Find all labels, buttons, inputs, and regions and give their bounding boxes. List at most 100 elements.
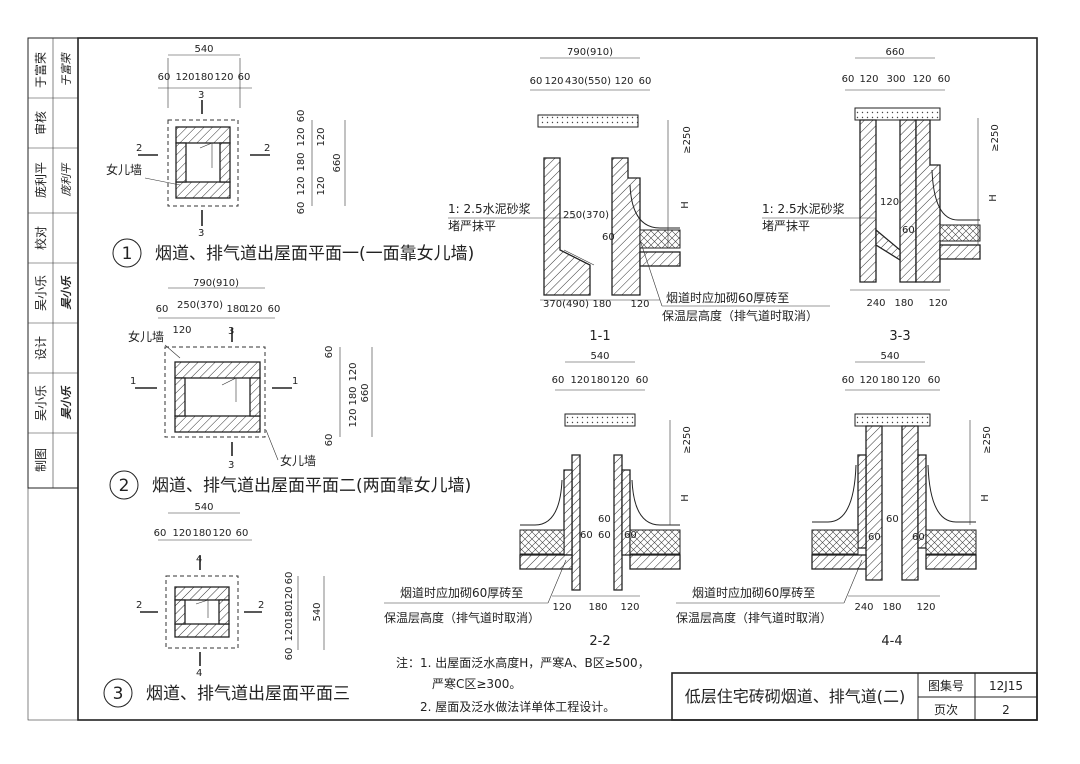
s11-bottom-part-1: 370(490) xyxy=(543,299,589,310)
s22-dim-60-b: 60 xyxy=(580,530,593,541)
plan1-top-part-2: 120 xyxy=(175,72,194,83)
s11-top-part-4: 120 xyxy=(614,76,633,87)
plan2-top-part-1: 60 xyxy=(156,304,169,315)
plan2-mark-3-bottom: 3 xyxy=(228,460,234,471)
atlas-number-value: 12J15 xyxy=(989,679,1023,693)
s33-note-2: 堵严抹平 xyxy=(762,219,810,233)
plan1-side-part-3: 180 xyxy=(296,152,307,171)
s11-bottom-part-2: 180 xyxy=(592,299,611,310)
section-4-4: 540 60 120 180 120 60 ≥250 H 60 60 60 24… xyxy=(676,351,993,649)
plan3-mark-4-bottom: 4 xyxy=(196,668,202,679)
s33-top-part-3: 300 xyxy=(886,74,905,85)
sidebar-signature-1: 于富荣 xyxy=(60,52,73,87)
sidebar-role-drawing: 制图 xyxy=(34,448,48,472)
s11-h: H xyxy=(680,201,691,209)
s44-top-part-4: 120 xyxy=(901,375,920,386)
plan2-top-part-2: 250(370) xyxy=(177,300,223,311)
plan2-parapet-label-b: 女儿墙 xyxy=(280,453,316,468)
s11-bottom-part-3: 120 xyxy=(630,299,649,310)
plan1-side-total: 660 xyxy=(332,153,343,172)
plan-1: 540 60 120 180 120 60 2 2 3 3 女儿墙 60 120… xyxy=(106,44,474,268)
plan2-mark-1-left: 1 xyxy=(130,376,136,387)
sidebar-name-3: 吴小乐 xyxy=(34,275,48,311)
s11-dim-60: 60 xyxy=(602,232,615,243)
sidebar-name-2: 庞利平 xyxy=(33,162,48,198)
s22-dim-60-c: 60 xyxy=(624,530,637,541)
s11-top-part-5: 60 xyxy=(639,76,652,87)
s44-callout-2: 保温层高度（排气道时取消） xyxy=(676,610,832,625)
plan2-top-total: 790(910) xyxy=(193,278,239,289)
title-block: 低层住宅砖砌烟道、排气道(二) 图集号 12J15 页次 2 xyxy=(671,672,1038,721)
s22-top-total: 540 xyxy=(590,351,609,362)
general-notes: 注： 1. 出屋面泛水高度H，严寒A、B区≥500， 严寒C区≥300。 2. … xyxy=(396,655,650,714)
notes-line-1: 1. 出屋面泛水高度H，严寒A、B区≥500， xyxy=(420,655,650,670)
s11-top-part-2: 120 xyxy=(544,76,563,87)
s11-top-total: 790(910) xyxy=(567,47,613,58)
plan1-number: 1 xyxy=(122,244,133,264)
plan1-top-part-1: 60 xyxy=(158,72,171,83)
s44-top-total: 540 xyxy=(880,351,899,362)
plan1-side-part-2: 120 xyxy=(296,127,307,146)
plan3-side-total: 540 xyxy=(312,602,323,621)
s22-ge250: ≥250 xyxy=(682,426,693,453)
s33-top-part-5: 60 xyxy=(938,74,951,85)
plan3-top-part-2: 120 xyxy=(172,528,191,539)
plan3-side-part-2: 120 xyxy=(284,586,295,605)
s22-top-part-3: 180 xyxy=(590,375,609,386)
atlas-number-label: 图集号 xyxy=(928,678,964,693)
s33-ge250: ≥250 xyxy=(990,124,1001,151)
section-2-2: 540 60 120 180 120 60 ≥250 H 60 60 60 60… xyxy=(384,351,693,649)
plan2-side-part-3: 180 xyxy=(348,386,359,405)
plan1-side-part-1: 60 xyxy=(296,110,307,123)
s11-callout-1: 烟道时应加砌60厚砖至 xyxy=(666,290,789,305)
plan3-top-total: 540 xyxy=(194,502,213,513)
plan3-mark-2-left: 2 xyxy=(136,600,142,611)
s44-title: 4-4 xyxy=(881,634,902,649)
s22-dim-60-a: 60 xyxy=(598,514,611,525)
s22-callout-2: 保温层高度（排气道时取消） xyxy=(384,610,540,625)
s44-h: H xyxy=(980,494,991,502)
s33-top-part-1: 60 xyxy=(842,74,855,85)
plan3-top-part-1: 60 xyxy=(154,528,167,539)
plan3-side-part-3: 180 xyxy=(284,604,295,623)
plan2-side-total: 660 xyxy=(360,383,371,402)
s22-title: 2-2 xyxy=(589,634,610,649)
s22-h: H xyxy=(680,494,691,502)
s11-top-part-3: 430(550) xyxy=(565,76,611,87)
plan3-top-part-5: 60 xyxy=(236,528,249,539)
plan1-top-total: 540 xyxy=(194,44,213,55)
plan1-top-part-5: 60 xyxy=(238,72,251,83)
s33-bottom-part-1: 240 xyxy=(866,298,885,309)
plan1-side-part-4: 120 xyxy=(296,176,307,195)
s33-title: 3-3 xyxy=(889,329,910,344)
plan2-caption: 烟道、排气道出屋面平面二(两面靠女儿墙) xyxy=(152,476,471,496)
plan1-side-120a: 120 xyxy=(316,127,327,146)
s11-ge250: ≥250 xyxy=(682,126,693,153)
s44-ge250: ≥250 xyxy=(982,426,993,453)
section-1-1: 790(910) 60 120 430(550) 120 60 ≥250 H 1… xyxy=(448,47,830,344)
plan1-mark-3-bottom: 3 xyxy=(198,228,204,239)
plan1-mark-2-left: 2 xyxy=(136,143,142,154)
plan2-top-sub: 120 xyxy=(172,325,191,336)
sidebar-name-4: 吴小乐 xyxy=(34,385,48,421)
s22-top-part-4: 120 xyxy=(610,375,629,386)
s11-note-2: 堵严抹平 xyxy=(448,219,496,233)
sidebar-signature-column: 于富荣 于富荣 审核 庞利平 庞利平 校对 吴小乐 吴小乐 设计 吴小乐 吴小乐… xyxy=(27,37,79,489)
plan1-mark-2-right: 2 xyxy=(264,143,270,154)
s33-dim-120: 120 xyxy=(880,197,899,208)
plan2-parapet-label-a: 女儿墙 xyxy=(128,329,164,344)
plan3-mark-4-top: 4 xyxy=(196,554,202,565)
page-number-label: 页次 xyxy=(934,703,958,717)
s33-bottom-part-2: 180 xyxy=(894,298,913,309)
s33-h: H xyxy=(988,194,999,202)
s22-dim-60-d: 60 xyxy=(598,530,611,541)
plan2-top-part-4: 120 xyxy=(243,304,262,315)
page-number-value: 2 xyxy=(1002,703,1010,717)
s33-note-1: 1: 2.5水泥砂浆 xyxy=(762,201,845,216)
s44-top-part-2: 120 xyxy=(859,375,878,386)
s22-bottom-part-3: 120 xyxy=(620,602,639,613)
plan2-mark-1-right: 1 xyxy=(292,376,298,387)
s44-dim-60-b: 60 xyxy=(868,532,881,543)
plan2-number: 2 xyxy=(119,476,130,496)
